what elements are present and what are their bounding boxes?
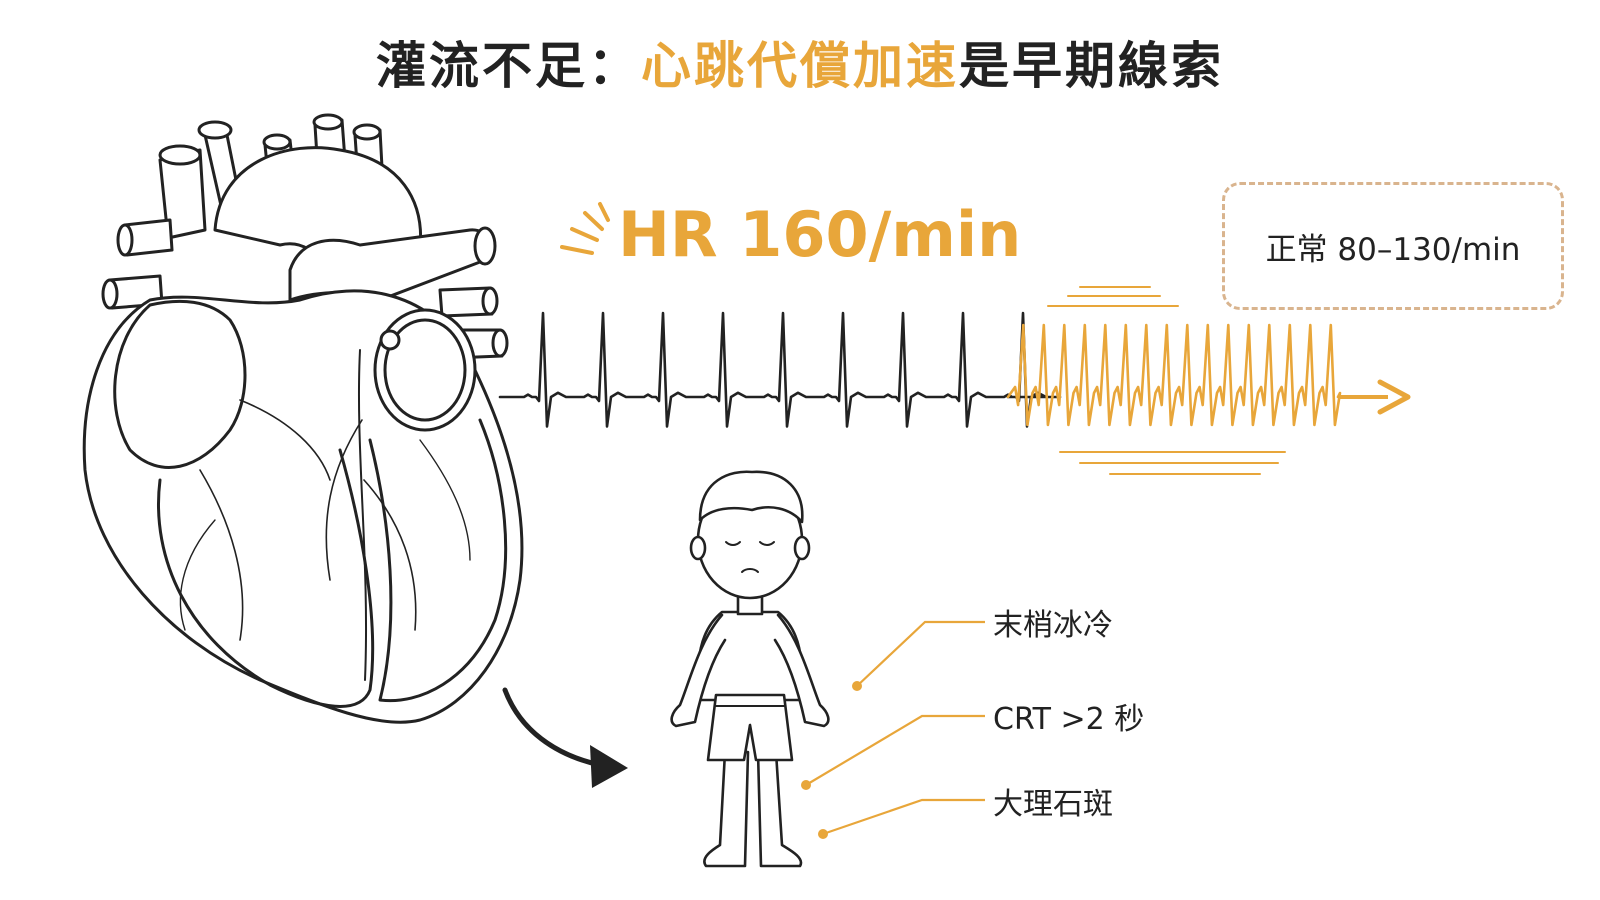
arrow-right-icon [1338,379,1411,415]
child-figure-icon [670,470,830,868]
symptom-leader-lines [805,620,985,836]
speed-lines-icon [1047,286,1286,475]
page-title: 灌流不足：心跳代償加速是早期線索 [0,26,1600,98]
title-part-1: 灌流不足： [376,37,641,95]
normal-range-text: 正常 80–130/min [1265,231,1521,268]
symptom-mottling: 大理石斑 [993,787,1113,822]
title-part-3: 是早期線索 [959,37,1224,95]
heart-rate-label: HR 160/min [618,198,1022,271]
symptom-dots [801,681,862,839]
symptom-crt: CRT >2 秒 [993,702,1145,737]
curved-arrow-icon [502,687,628,788]
symptom-cold-extremities: 末梢冰冷 [993,608,1113,643]
heart-illustration-icon [82,113,524,724]
title-part-2-highlight: 心跳代償加速 [641,37,959,95]
ecg-trace-icon [498,311,1342,428]
burst-icon [560,202,610,255]
normal-range-box: 正常 80–130/min [1222,182,1564,310]
